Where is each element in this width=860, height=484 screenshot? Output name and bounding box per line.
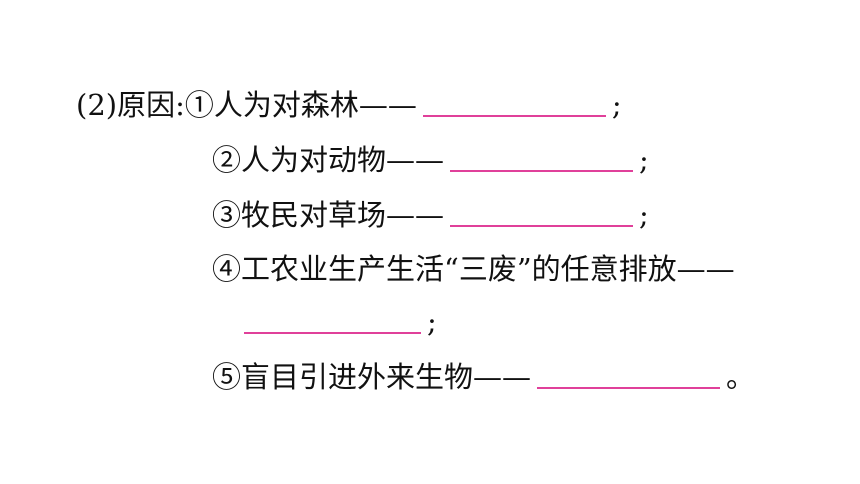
cause-item-5: ⑤盲目引进外来生物—— 。 (212, 355, 755, 395)
cause-item-5-text: ⑤盲目引进外来生物—— (212, 360, 532, 394)
cause-item-3-end: ; (639, 198, 649, 232)
answer-blank-5[interactable] (537, 386, 721, 389)
answer-blank-1[interactable] (422, 114, 606, 117)
cause-item-1: (2)原因:①人为对森林——; (76, 83, 622, 123)
question-prefix: (2)原因: (76, 88, 185, 122)
cause-item-3-text: ③牧民对草场—— (212, 198, 445, 232)
answer-blank-2[interactable] (450, 169, 634, 172)
cause-item-1-text: ①人为对森林—— (184, 88, 417, 122)
cause-item-4-end: ; (427, 305, 437, 339)
cause-item-5-end: 。 (726, 360, 756, 394)
answer-blank-4[interactable] (244, 331, 421, 334)
cause-item-2-text: ②人为对动物—— (212, 143, 445, 177)
cause-item-2-end: ; (639, 143, 649, 177)
cause-item-1-end: ; (611, 88, 622, 122)
cause-item-3: ③牧民对草场——; (212, 193, 649, 233)
cause-item-2: ②人为对动物——; (212, 138, 649, 178)
answer-blank-3[interactable] (450, 224, 634, 227)
cause-item-4-answer-line: ; (240, 300, 437, 340)
cause-item-4-text: ④工农业生产生活“三废”的任意排放—— (212, 252, 735, 286)
cause-item-4: ④工农业生产生活“三废”的任意排放—— (212, 247, 735, 287)
